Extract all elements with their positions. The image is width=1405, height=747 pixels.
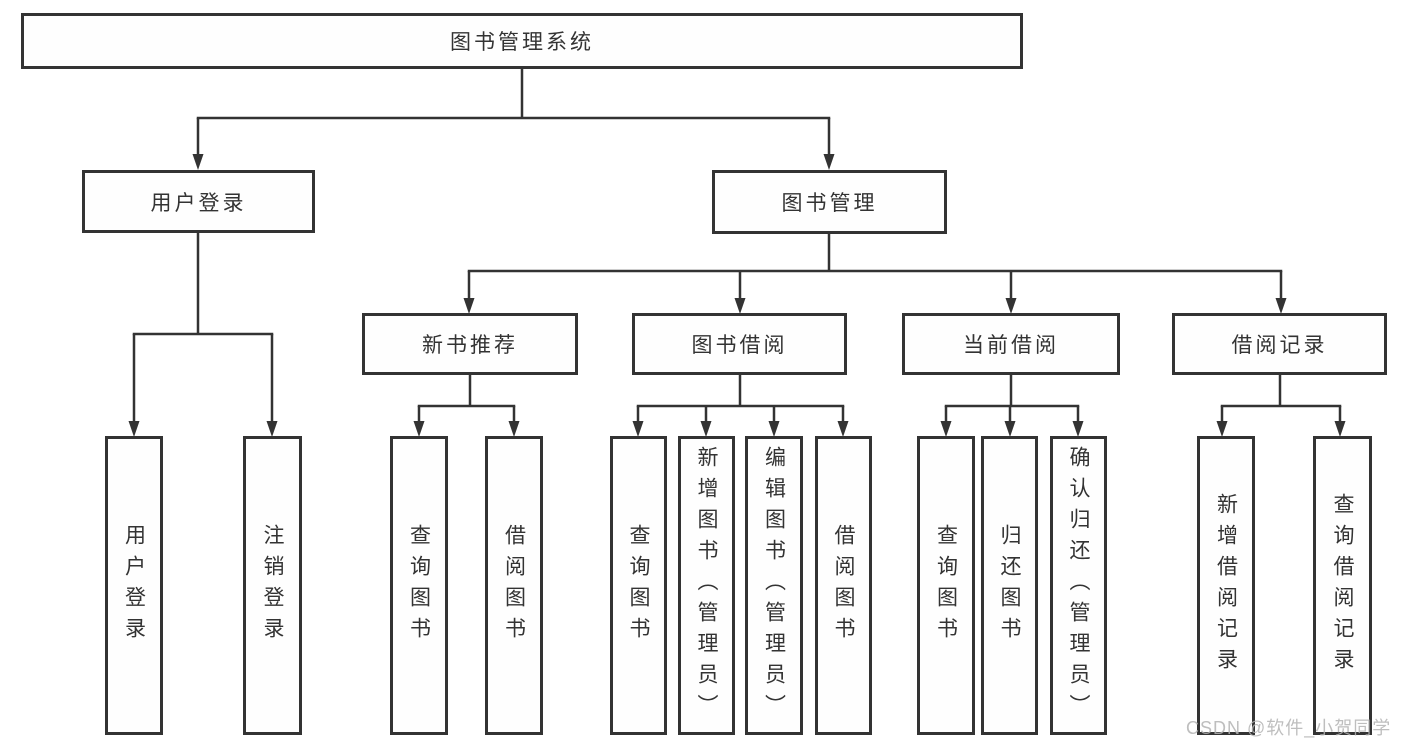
node-label: 图书管理系统: [450, 31, 594, 54]
node-label: 用户登录: [150, 191, 247, 215]
node-book-management: 图书管理: [712, 170, 947, 234]
node-label: 新增图书（管理员）: [695, 446, 718, 725]
node-label: 确认归还（管理员）: [1067, 446, 1090, 725]
node-label: 查询图书: [407, 523, 431, 648]
node-leaf-add-borrow-record: 新增借阅记录: [1197, 436, 1255, 735]
node-leaf-add-book-admin: 新增图书（管理员）: [678, 436, 735, 735]
node-borrow-records: 借阅记录: [1172, 313, 1387, 375]
arrowheads: [128, 154, 1346, 437]
node-label: 查询借阅记录: [1331, 492, 1354, 679]
node-label: 注销登录: [261, 523, 284, 648]
node-label: 新书推荐: [422, 334, 518, 357]
node-leaf-borrow-books-1: 借阅图书: [485, 436, 543, 735]
node-leaf-return-book: 归还图书: [981, 436, 1038, 735]
node-label: 借阅图书: [832, 523, 855, 648]
node-user-login: 用户登录: [82, 170, 315, 233]
node-label: 图书借阅: [691, 334, 788, 357]
node-label: 用户登录: [122, 523, 146, 648]
node-leaf-edit-book-admin: 编辑图书（管理员）: [745, 436, 803, 735]
node-label: 查询图书: [627, 523, 650, 648]
node-label: 图书管理: [781, 192, 878, 215]
node-leaf-borrow-books-2: 借阅图书: [815, 436, 872, 735]
node-leaf-query-borrow-record: 查询借阅记录: [1313, 436, 1372, 735]
node-book-borrow: 图书借阅: [632, 313, 847, 375]
node-label: 借阅图书: [502, 523, 526, 648]
node-current-borrow: 当前借阅: [902, 313, 1120, 375]
node-label: 查询图书: [934, 523, 958, 648]
node-leaf-query-books-2: 查询图书: [610, 436, 667, 735]
node-label: 新增借阅记录: [1214, 492, 1238, 679]
node-label: 编辑图书（管理员）: [762, 446, 786, 725]
connector-group: [132, 68, 1342, 423]
node-leaf-query-books-3: 查询图书: [917, 436, 975, 735]
node-new-book-recommend: 新书推荐: [362, 313, 578, 375]
node-library-management-system: 图书管理系统: [21, 13, 1023, 69]
node-leaf-confirm-return-admin: 确认归还（管理员）: [1050, 436, 1107, 735]
node-leaf-logout: 注销登录: [243, 436, 302, 735]
node-label: 归还图书: [998, 523, 1021, 648]
node-leaf-user-login: 用户登录: [105, 436, 163, 735]
csdn-watermark: CSDN @软件_小贺同学: [1186, 718, 1392, 738]
node-label: 借阅记录: [1231, 334, 1328, 357]
node-leaf-query-books-1: 查询图书: [390, 436, 448, 735]
node-label: 当前借阅: [963, 334, 1059, 357]
